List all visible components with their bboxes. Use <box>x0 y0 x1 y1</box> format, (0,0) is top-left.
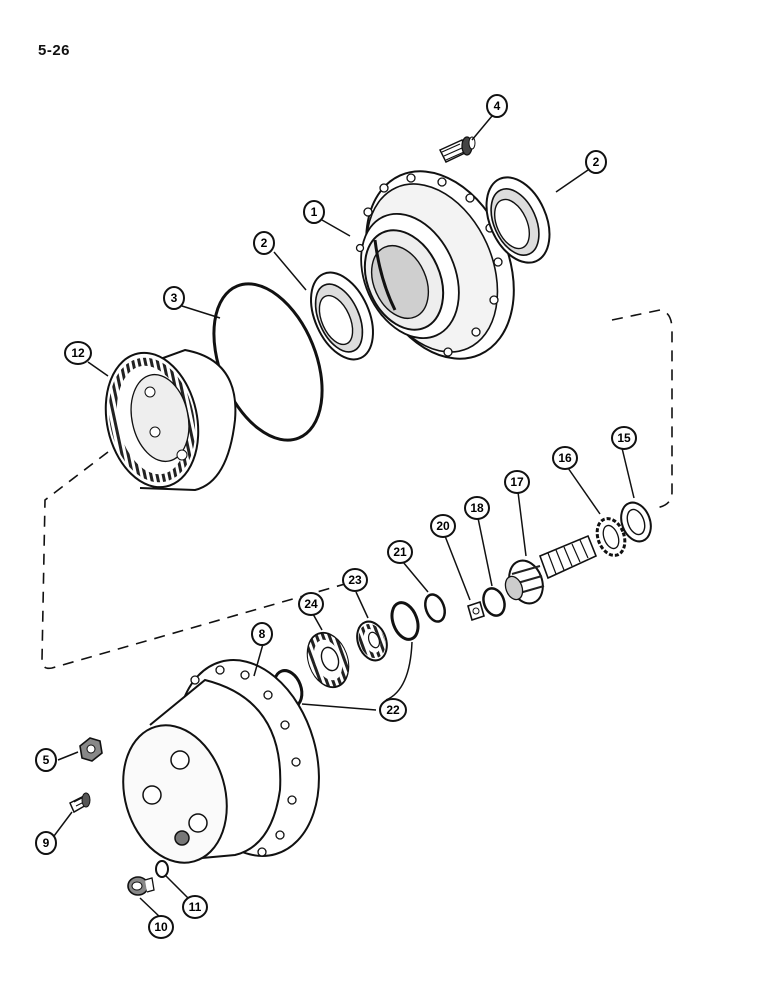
svg-text:2: 2 <box>261 236 268 250</box>
svg-text:5: 5 <box>43 753 50 767</box>
callouts: 4 2 1 2 3 12 15 16 17 18 20 21 23 24 8 2… <box>35 94 637 939</box>
callout-9: 9 <box>35 831 57 855</box>
svg-text:20: 20 <box>436 519 450 533</box>
nut-part <box>79 737 103 762</box>
svg-text:4: 4 <box>494 99 501 113</box>
svg-text:16: 16 <box>558 451 572 465</box>
callout-16: 16 <box>552 446 578 470</box>
callout-2-inner: 2 <box>253 231 275 255</box>
callout-22: 22 <box>379 698 407 722</box>
wheel-hub-part <box>355 170 515 360</box>
svg-text:11: 11 <box>189 900 202 914</box>
svg-text:21: 21 <box>393 545 407 559</box>
bearing-outer-part <box>485 176 551 264</box>
retainer-clip-part <box>467 600 485 622</box>
callout-23: 23 <box>342 568 368 592</box>
callout-4: 4 <box>486 94 508 118</box>
callout-8: 8 <box>251 622 273 646</box>
callout-5: 5 <box>35 748 57 772</box>
svg-text:10: 10 <box>154 920 168 934</box>
leader-lines <box>53 115 635 919</box>
planetary-housing-part <box>122 659 320 864</box>
plug-part <box>127 876 155 896</box>
svg-text:18: 18 <box>470 501 484 515</box>
thrust-washer-right-part <box>390 601 420 641</box>
ring-gear-part <box>104 348 237 492</box>
svg-text:17: 17 <box>510 475 524 489</box>
snap-ring-small-part <box>424 593 446 623</box>
callout-10: 10 <box>148 915 174 939</box>
svg-text:23: 23 <box>348 573 362 587</box>
svg-text:1: 1 <box>311 205 318 219</box>
callout-15: 15 <box>611 426 637 450</box>
bearing-inner-part <box>310 271 374 361</box>
svg-text:15: 15 <box>617 431 631 445</box>
callout-24: 24 <box>298 592 324 616</box>
callout-20: 20 <box>430 514 456 538</box>
svg-text:2: 2 <box>593 155 600 169</box>
planet-gear-part <box>306 631 350 689</box>
svg-text:24: 24 <box>304 597 318 611</box>
lock-ring-part <box>595 517 627 557</box>
svg-text:3: 3 <box>171 291 178 305</box>
bolt-part <box>69 792 91 814</box>
callout-11: 11 <box>182 895 208 919</box>
callout-2-outer: 2 <box>585 150 607 174</box>
svg-text:9: 9 <box>43 836 50 850</box>
svg-text:22: 22 <box>386 703 400 717</box>
thrust-washer-part <box>620 501 652 543</box>
o-ring-small-part <box>155 860 169 878</box>
callout-1: 1 <box>303 200 325 224</box>
svg-text:12: 12 <box>71 346 85 360</box>
page-number: 5-26 <box>38 42 71 59</box>
callout-17: 17 <box>504 470 530 494</box>
callout-18: 18 <box>464 496 490 520</box>
wheel-stud-part <box>438 136 476 163</box>
callout-3: 3 <box>163 286 185 310</box>
callout-12: 12 <box>64 341 92 365</box>
needle-bearing-part <box>356 620 388 662</box>
sun-gear-shaft-part <box>504 534 598 605</box>
callout-21: 21 <box>387 540 413 564</box>
assembly-dashed-outline <box>41 309 673 670</box>
svg-text:8: 8 <box>259 627 266 641</box>
snap-ring-part <box>482 587 506 617</box>
